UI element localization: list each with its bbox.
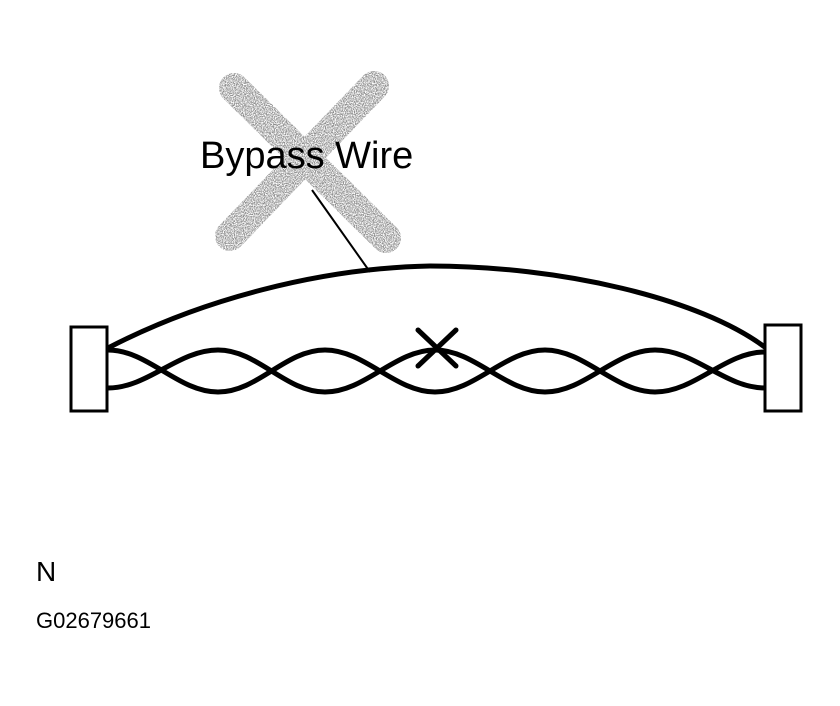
left-connector — [69, 325, 109, 413]
bypass-wire-label: Bypass Wire — [200, 135, 413, 177]
twisted-pair-strand-a — [107, 347, 766, 395]
callout-leader-line — [311, 189, 371, 273]
twisted-pair-strand-b — [107, 347, 766, 395]
figure-id: G02679661 — [36, 608, 151, 633]
orientation-mark: N — [36, 556, 57, 587]
prohibited-cross-icon — [215, 71, 401, 253]
right-connector — [763, 323, 803, 413]
bypass-wire — [105, 263, 769, 351]
wire-break-x-icon — [415, 327, 459, 369]
